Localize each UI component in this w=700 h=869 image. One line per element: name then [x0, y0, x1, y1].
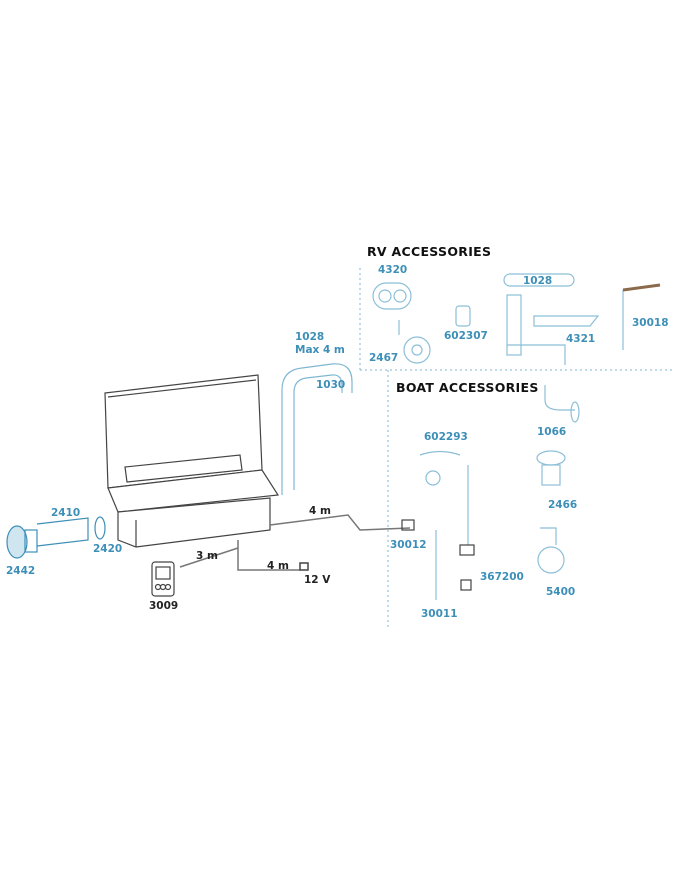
part-label-1030: 1030 [316, 379, 346, 391]
part-label-5400: 5400 [546, 586, 576, 598]
power-cable-length: 4 m [267, 560, 289, 572]
heater-unit [104, 374, 280, 548]
part-label-3009: 3009 [149, 600, 179, 612]
part-label-30018: 30018 [632, 317, 669, 329]
part-label-1028-rv: 1028 [523, 275, 553, 287]
part-label-2410: 2410 [51, 507, 81, 519]
section-dividers [359, 268, 672, 630]
power-voltage: 12 V [304, 574, 331, 586]
rv-accessories-heading: RV ACCESSORIES [367, 244, 492, 259]
boat-accessories-heading: BOAT ACCESSORIES [396, 380, 539, 395]
part-label-602293: 602293 [424, 431, 468, 443]
intake-parts [6, 516, 106, 559]
part-label-4321: 4321 [566, 333, 596, 345]
rv-accessory-drawings [372, 273, 661, 365]
cables [179, 514, 411, 571]
part-label-4320: 4320 [378, 264, 408, 276]
part-label-602307: 602307 [444, 330, 488, 342]
part-label-2420: 2420 [93, 543, 123, 555]
fuel-line-length: 4 m [309, 505, 331, 517]
part-label-1066: 1066 [537, 426, 567, 438]
panel-cable-length: 3 m [196, 550, 218, 562]
part-label-2466: 2466 [548, 499, 578, 511]
duct-1028 [281, 363, 353, 495]
part-label-1028-duct: 1028 [295, 331, 325, 343]
part-label-367200: 367200 [480, 571, 524, 583]
part-label-2467: 2467 [369, 352, 399, 364]
boat-accessory-drawings [401, 385, 580, 600]
control-panel-3009 [151, 561, 175, 597]
part-label-30011: 30011 [421, 608, 458, 620]
part-label-2442: 2442 [6, 565, 36, 577]
part-label-30012: 30012 [390, 539, 427, 551]
duct-max-length: Max 4 m [295, 344, 345, 356]
